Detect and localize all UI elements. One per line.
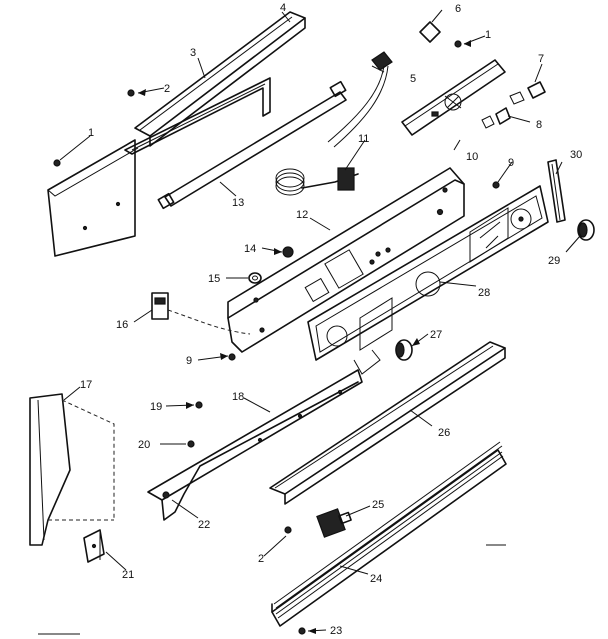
callout-24: 24 (370, 573, 382, 585)
callout-5: 5 (410, 73, 416, 85)
callout-7: 7 (538, 53, 544, 65)
callout-21: 21 (122, 569, 134, 581)
callout-2-top: 2 (164, 83, 170, 95)
callout-30: 30 (570, 149, 582, 161)
part-6-clip (419, 21, 441, 43)
callout-19: 19 (150, 401, 162, 413)
corner-marks (38, 544, 506, 635)
callout-27: 27 (430, 329, 442, 341)
part-14-nut (282, 246, 294, 258)
callout-4: 4 (280, 2, 286, 14)
part-1-left-panel (47, 139, 139, 257)
callout-2-bottom: 2 (258, 553, 264, 565)
leader-lines (59, 9, 581, 632)
leader-arrowheads (138, 40, 471, 634)
part-17-side-plate (29, 393, 115, 546)
part-30-trim-bar (547, 159, 566, 223)
callout-29: 29 (548, 255, 560, 267)
part-10-control-plate (401, 59, 506, 136)
part-12-control-backplate (227, 167, 465, 353)
part-18-lower-bracket (147, 349, 381, 521)
callout-3: 3 (190, 47, 196, 59)
callout-14: 14 (244, 243, 256, 255)
part-5-lamp-holder (327, 51, 393, 148)
callout-12: 12 (296, 209, 308, 221)
screw-symbols (53, 40, 500, 635)
callout-18: 18 (232, 391, 244, 403)
callout-16: 16 (116, 319, 128, 331)
callout-11: 11 (358, 133, 369, 145)
part-25-switch (316, 508, 352, 538)
part-3-channel-bracket (124, 77, 271, 155)
callout-10: 10 (466, 151, 478, 163)
part-29-knob (577, 219, 595, 241)
callout-17: 17 (80, 379, 92, 391)
part-8-socket (481, 107, 511, 129)
part-7-socket (509, 81, 546, 105)
part-21-l-bracket (83, 529, 105, 563)
callout-9-top: 9 (508, 157, 514, 169)
callout-9-mid: 9 (186, 355, 192, 367)
callout-13: 13 (232, 197, 244, 209)
part-13-fluorescent-tube (157, 80, 347, 210)
part-16-terminal-block (151, 292, 251, 335)
part-26-lower-trim (269, 341, 506, 505)
callout-28: 28 (478, 287, 490, 299)
part-24-grille-strip (271, 441, 507, 627)
callout-1-left: 1 (88, 127, 94, 139)
part-11-clock-timer (275, 167, 359, 196)
part-27-knob (395, 339, 413, 361)
callout-25: 25 (372, 499, 384, 511)
callout-22: 22 (198, 519, 210, 531)
part-4-top-trim (134, 11, 306, 147)
callout-26: 26 (438, 427, 450, 439)
callout-labels: 4 3 6 1 2 1 5 7 8 10 11 9 30 13 12 14 15… (80, 2, 582, 637)
callout-8: 8 (536, 119, 542, 131)
part-28-front-panel (307, 185, 549, 361)
callout-15: 15 (208, 273, 220, 285)
callout-1-top: 1 (485, 29, 491, 41)
part-15-grommet (248, 272, 262, 284)
callout-6: 6 (455, 3, 461, 15)
callout-23: 23 (330, 625, 342, 637)
callout-20: 20 (138, 439, 150, 451)
